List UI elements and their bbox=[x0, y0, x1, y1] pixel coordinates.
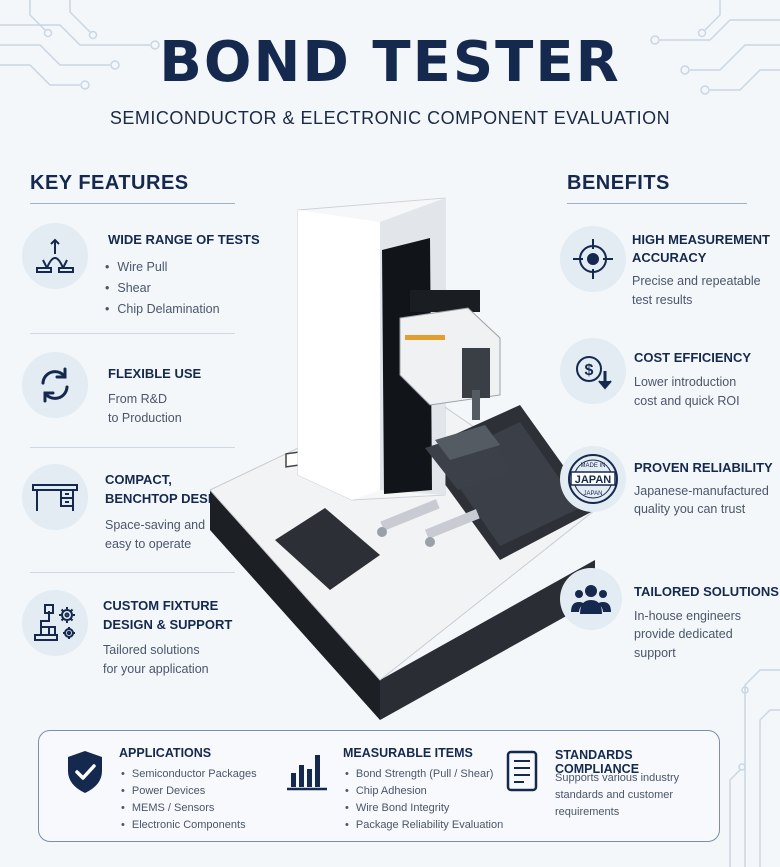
list-item: Wire Bond Integrity bbox=[345, 800, 503, 817]
stamp-middle-text: JAPAN bbox=[575, 474, 612, 486]
applications-list: Semiconductor Packages Power Devices MEM… bbox=[121, 766, 257, 834]
stamp-top-text: MADE IN bbox=[580, 463, 605, 469]
benefit-reliability-text-1: Japanese-manufactured bbox=[634, 484, 769, 498]
benefit-accuracy-text-1: Precise and repeatable bbox=[632, 274, 761, 288]
workbench-icon bbox=[22, 464, 88, 530]
list-item: Shear bbox=[105, 278, 220, 299]
standards-text-1: Supports various industry bbox=[555, 772, 680, 784]
list-item: Chip Adhesion bbox=[345, 783, 503, 800]
feature-divider bbox=[30, 333, 235, 334]
benefit-tailored-text-2: provide dedicated bbox=[634, 627, 733, 641]
benefit-tailored-title: TAILORED SOLUTIONS bbox=[634, 584, 779, 599]
list-item: Chip Delamination bbox=[105, 299, 219, 320]
standards-text-2: standards and customer bbox=[555, 789, 674, 801]
refresh-cycle-icon bbox=[22, 352, 88, 418]
page-title: BOND TESTER bbox=[159, 30, 621, 95]
standards-title: STANDARDS COMPLIANCE bbox=[555, 748, 640, 776]
feature-divider bbox=[30, 447, 235, 448]
feature-compact-title-1: COMPACT, bbox=[105, 472, 172, 487]
team-people-icon bbox=[560, 568, 622, 630]
benefit-accuracy-text-2: test results bbox=[632, 293, 693, 307]
feature-custom-title-2: DESIGN & SUPPORT bbox=[103, 617, 233, 632]
shield-check-icon bbox=[68, 751, 102, 793]
benefit-accuracy-title-2: ACCURACY bbox=[632, 250, 707, 265]
crosshair-target-icon bbox=[560, 226, 626, 292]
benefit-cost-text-1: Lower introduction bbox=[634, 375, 737, 389]
bond-tester-machine-image bbox=[209, 197, 596, 720]
key-features-heading: KEY FEATURES bbox=[30, 172, 189, 194]
svg-text:$: $ bbox=[585, 362, 594, 379]
page-subtitle: SEMICONDUCTOR & ELECTRONIC COMPONENT EVA… bbox=[109, 108, 671, 128]
document-list-icon bbox=[506, 750, 538, 792]
feature-divider bbox=[30, 572, 235, 573]
wire-pull-icon bbox=[22, 223, 88, 289]
feature-flexible-text-2: to Production bbox=[108, 411, 182, 425]
list-item: Wire Pull bbox=[105, 257, 220, 278]
benefits-underline bbox=[567, 203, 747, 204]
key-features-underline bbox=[30, 203, 235, 204]
benefit-reliability-title: PROVEN RELIABILITY bbox=[634, 460, 773, 475]
feature-wide-range-title: WIDE RANGE OF TESTS bbox=[108, 232, 260, 247]
standards-text-3: requirements bbox=[555, 806, 620, 818]
applications-title: APPLICATIONS bbox=[119, 746, 212, 760]
feature-custom-title-1: CUSTOM FIXTURE bbox=[103, 598, 219, 613]
microscope-gears-icon bbox=[22, 590, 88, 656]
measurable-title: MEASURABLE ITEMS bbox=[343, 746, 473, 760]
feature-wide-range-list: Wire Pull Shear Chip Delamination bbox=[105, 257, 220, 320]
benefit-accuracy-title-1: HIGH MEASUREMENT bbox=[632, 232, 770, 247]
feature-compact-title-2: BENCHTOP DESIGN bbox=[105, 491, 231, 506]
benefit-tailored-text-1: In-house engineers bbox=[634, 609, 742, 623]
dollar-down-arrow-icon: $ bbox=[560, 338, 626, 404]
list-item: Semiconductor Packages bbox=[121, 766, 257, 783]
made-in-japan-stamp-icon: MADE IN JAPAN JAPAN bbox=[560, 446, 626, 512]
feature-custom-text-2: for your application bbox=[103, 662, 209, 676]
list-item: Power Devices bbox=[121, 783, 257, 800]
benefit-tailored-text-3: support bbox=[634, 646, 676, 660]
bar-chart-icon bbox=[287, 755, 327, 791]
bottom-info-box: APPLICATIONS Semiconductor Packages Powe… bbox=[38, 730, 720, 842]
benefit-reliability-text-2: quality you can trust bbox=[634, 502, 746, 516]
feature-compact-text-1: Space-saving and bbox=[105, 518, 206, 532]
feature-flexible-title: FLEXIBLE USE bbox=[108, 366, 202, 381]
list-item: Bond Strength (Pull / Shear) bbox=[345, 766, 503, 783]
benefits-heading: BENEFITS bbox=[567, 172, 670, 194]
stamp-bottom-text: JAPAN bbox=[584, 491, 603, 497]
list-item: Electronic Components bbox=[121, 817, 257, 834]
feature-flexible-text-1: From R&D bbox=[108, 392, 168, 406]
list-item: MEMS / Sensors bbox=[121, 800, 257, 817]
circuit-decoration-bottom-right bbox=[729, 669, 780, 867]
benefit-cost-text-2: cost and quick ROI bbox=[634, 394, 740, 408]
feature-compact-text-2: easy to operate bbox=[105, 537, 192, 551]
list-item: Package Reliability Evaluation bbox=[345, 817, 503, 834]
feature-custom-text-1: Tailored solutions bbox=[103, 643, 200, 657]
measurable-list: Bond Strength (Pull / Shear) Chip Adhesi… bbox=[345, 766, 503, 834]
benefit-cost-title: COST EFFICIENCY bbox=[634, 350, 752, 365]
